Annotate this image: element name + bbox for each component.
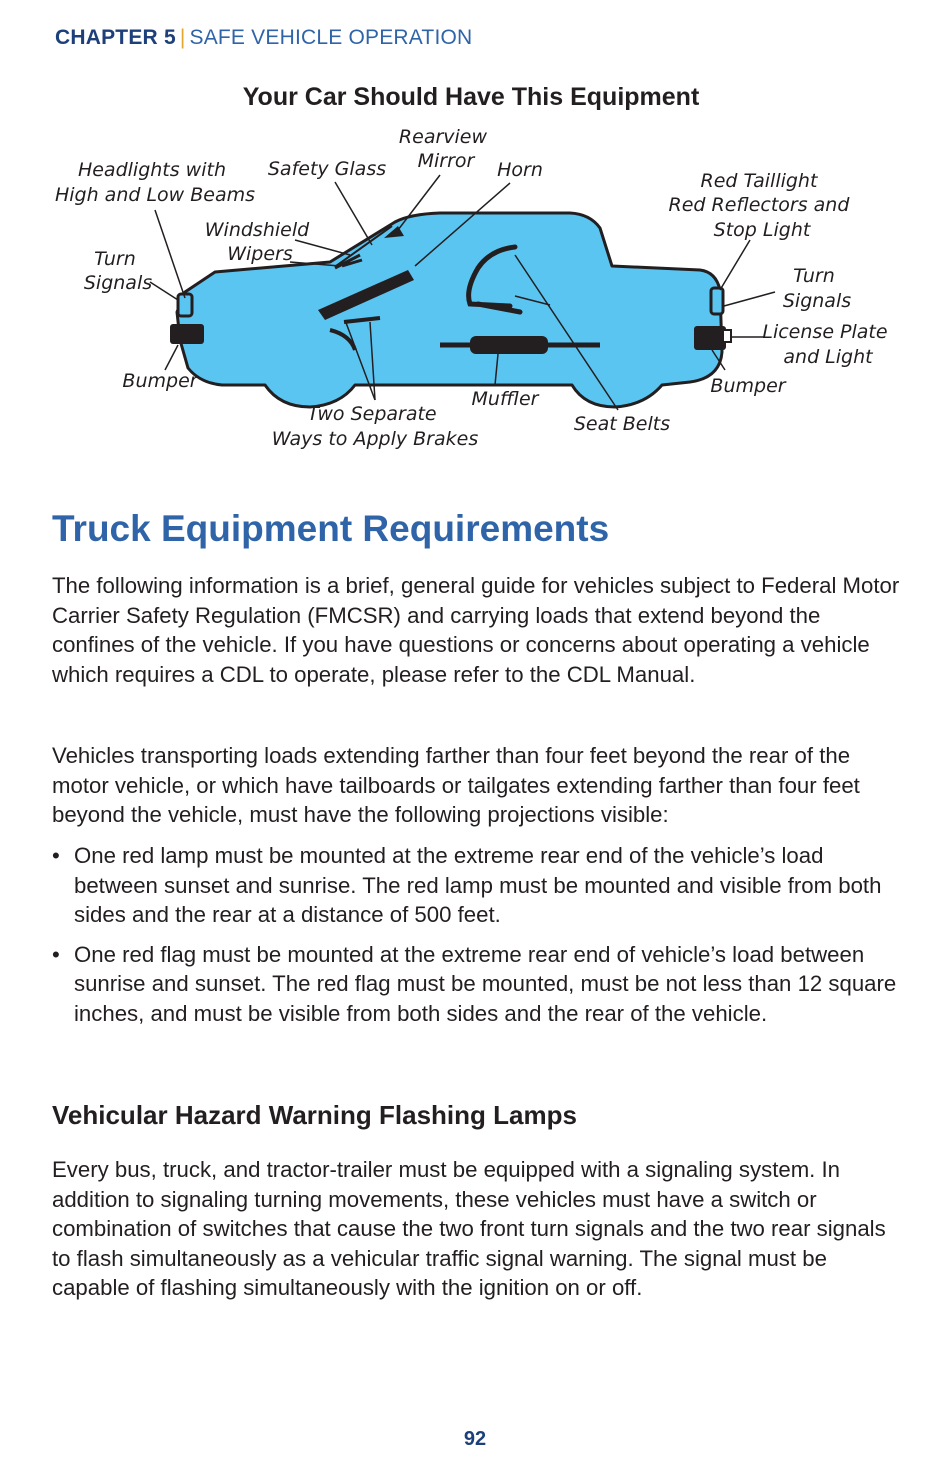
requirements-list: One red lamp must be mounted at the extr…	[52, 841, 902, 1038]
label-bumper-front: Bumper	[122, 370, 198, 392]
label-line: Rearview	[399, 126, 488, 148]
windshield	[335, 225, 393, 267]
label-line: Safety Glass	[268, 158, 386, 180]
label-turn-signals-rear: Turn Signals	[783, 265, 851, 312]
label-line: Signals	[84, 272, 152, 294]
label-red-taillight: Red Taillight Red Reflectors and Stop Li…	[669, 170, 856, 241]
label-windshield-wipers: Windshield Wipers	[205, 219, 315, 265]
list-item: One red flag must be mounted at the extr…	[52, 940, 902, 1029]
label-line: Headlights with	[78, 159, 226, 181]
label-line: Bumper	[710, 375, 786, 397]
label-line: Red Reflectors and	[669, 194, 851, 216]
steering-column	[318, 270, 414, 320]
running-header: CHAPTER 5|SAFE VEHICLE OPERATION	[55, 26, 472, 50]
muffler-shape	[470, 336, 548, 354]
subsection-heading: Vehicular Hazard Warning Flashing Lamps	[52, 1100, 577, 1130]
chapter-number: CHAPTER 5	[55, 26, 176, 49]
leader-lines	[149, 174, 776, 411]
label-turn-signals-front: Turn Signals	[84, 248, 152, 294]
label-line: License Plate	[762, 321, 887, 343]
brake-pedal	[329, 328, 357, 351]
front-bumper	[170, 324, 204, 344]
front-turn-signal	[176, 292, 194, 318]
label-horn: Horn	[497, 159, 543, 181]
header-separator: |	[179, 26, 186, 49]
label-line: Stop Light	[714, 219, 812, 241]
label-line: Seat Belts	[574, 413, 670, 435]
car-equipment-diagram: Headlights with High and Low Beams Safet…	[55, 126, 893, 450]
section-heading: Truck Equipment Requirements	[52, 508, 610, 549]
rear-taillight	[709, 286, 725, 316]
label-line: Ways to Apply Brakes	[272, 428, 479, 450]
list-item: One red lamp must be mounted at the extr…	[52, 841, 902, 930]
label-line: Two Separate	[307, 403, 436, 425]
hazard-lamps-paragraph: Every bus, truck, and tractor-trailer mu…	[52, 1157, 886, 1300]
figure-title: Your Car Should Have This Equipment	[242, 83, 700, 111]
label-line: Red Taillight	[701, 170, 819, 192]
label-muffler: Muffler	[472, 388, 540, 410]
chapter-title: SAFE VEHICLE OPERATION	[189, 26, 473, 49]
label-line: Wipers	[227, 243, 293, 265]
label-line: and Light	[783, 346, 874, 368]
intro-paragraph: The following information is a brief, ge…	[52, 573, 900, 687]
label-line: High and Low Beams	[55, 184, 255, 206]
label-safety-glass: Safety Glass	[268, 158, 386, 180]
seat	[466, 244, 523, 315]
rear-bumper	[694, 326, 726, 350]
label-line: Muffler	[472, 388, 540, 410]
label-line: Bumper	[122, 370, 198, 392]
label-brakes: Two Separate Ways to Apply Brakes	[272, 403, 479, 450]
projection-paragraph: Vehicles transporting loads extending fa…	[52, 743, 860, 827]
label-line: Mirror	[418, 150, 476, 172]
label-headlights: Headlights with High and Low Beams	[55, 159, 255, 206]
label-line: Signals	[783, 290, 851, 312]
label-bumper-rear: Bumper	[710, 375, 786, 397]
label-line: Turn	[94, 248, 136, 270]
car-body	[175, 211, 724, 409]
label-seat-belts: Seat Belts	[574, 413, 670, 435]
label-license-plate: License Plate and Light	[762, 321, 893, 368]
page-number: 92	[463, 1428, 487, 1450]
parking-brake	[343, 316, 381, 324]
label-line: Windshield	[205, 219, 310, 241]
license-plate-light	[722, 329, 732, 343]
label-line: Horn	[497, 159, 543, 181]
label-rearview-mirror: Rearview Mirror	[399, 126, 493, 172]
label-line: Turn	[793, 265, 835, 287]
